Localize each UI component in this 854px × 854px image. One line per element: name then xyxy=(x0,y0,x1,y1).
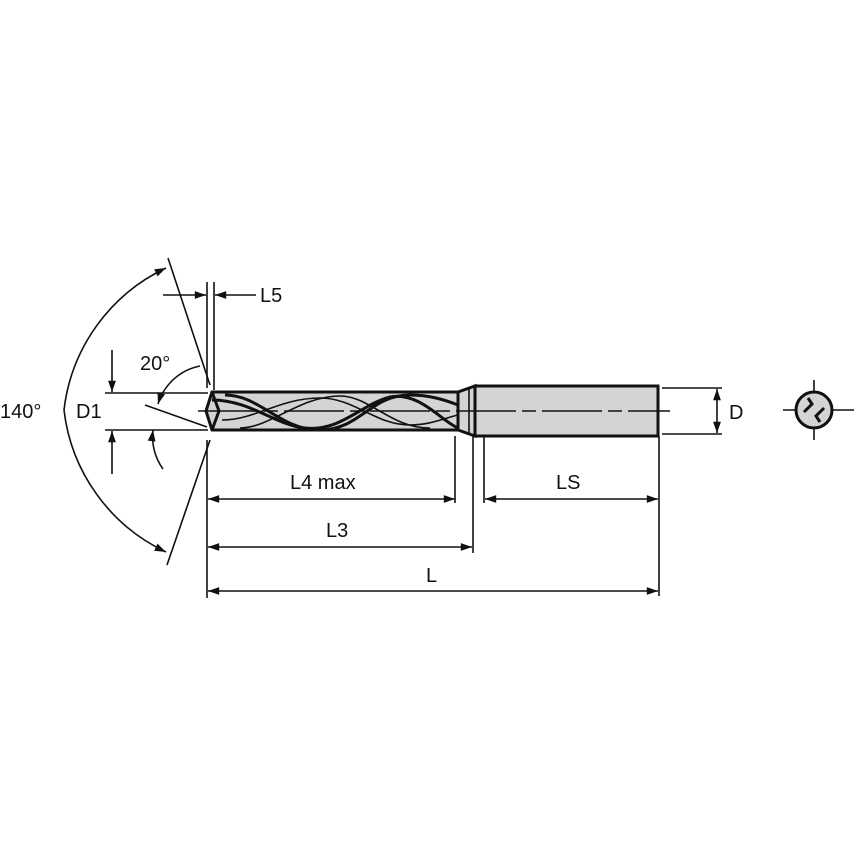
d-dimension xyxy=(662,387,722,435)
point-angle-label: 140° xyxy=(0,401,41,423)
l5-label: L5 xyxy=(260,285,282,307)
ls-label: LS xyxy=(556,472,580,494)
d1-dimension xyxy=(105,350,208,474)
l5-dimension xyxy=(163,282,256,390)
l-label: L xyxy=(426,565,437,587)
d-label: D xyxy=(729,402,743,424)
extension-lines xyxy=(206,436,660,598)
helix-angle-dimension xyxy=(144,365,208,470)
l3-label: L3 xyxy=(326,520,348,542)
l4-label: L4 max xyxy=(290,472,356,494)
point-angle-dimension xyxy=(63,257,211,566)
drill-end-view xyxy=(783,380,854,440)
d1-label: D1 xyxy=(76,401,102,423)
helix-angle-label: 20° xyxy=(140,353,170,375)
